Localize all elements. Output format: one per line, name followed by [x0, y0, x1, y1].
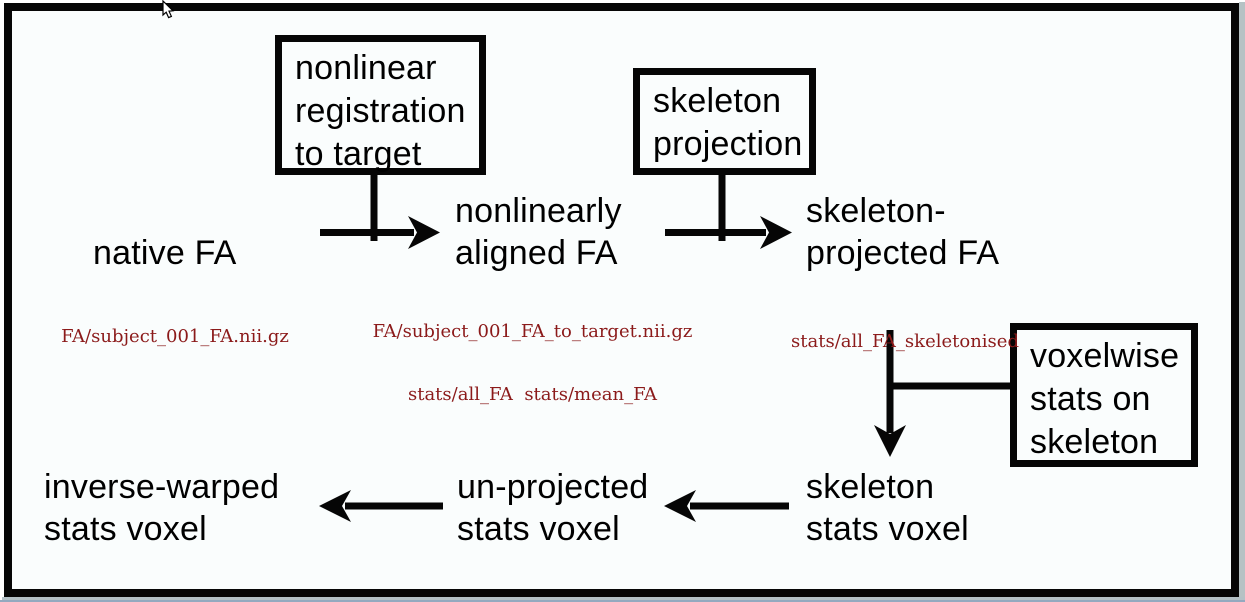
- node-label-line: un-projected: [457, 468, 649, 506]
- process-box-line: to target: [295, 135, 422, 173]
- file-path: FA/subject_001_FA_to_target.nii.gz: [372, 321, 693, 342]
- diagram-frame: [4, 3, 1239, 597]
- process-box-line: voxelwise: [1030, 337, 1180, 375]
- mouse-cursor-icon: [162, 0, 175, 19]
- process-box-line: nonlinear: [295, 49, 437, 87]
- node-native-fa: native FA: [93, 232, 237, 274]
- file-label-skeletonised: stats/all_FA_skeletonised: [785, 289, 1025, 394]
- node-label-line: stats voxel: [44, 510, 207, 548]
- process-box-skeleton-projection: skeleton projection: [633, 68, 816, 175]
- window-shadow-right: [1239, 2, 1245, 602]
- node-label-line: inverse-warped: [44, 468, 280, 506]
- node-unprojected-stats-voxel: un-projected stats voxel: [457, 466, 648, 550]
- process-box-line: skeleton: [1030, 423, 1159, 461]
- file-path: FA/subject_001_FA.nii.gz: [61, 326, 289, 347]
- node-skeleton-projected-fa: skeleton- projected FA: [806, 190, 999, 274]
- node-nonlinearly-aligned-fa: nonlinearly aligned FA: [455, 190, 622, 274]
- node-label-line: native FA: [93, 234, 237, 272]
- file-path: stats/all_FA stats/mean_FA: [407, 384, 658, 405]
- window-edge-bottom: [0, 600, 1245, 602]
- file-path: stats/all_FA_skeletonised: [791, 331, 1019, 352]
- node-label-line: aligned FA: [455, 234, 618, 272]
- process-box-line: registration: [295, 92, 466, 130]
- process-box-voxelwise-stats: voxelwise stats on skeleton: [1010, 323, 1198, 467]
- node-label-line: skeleton-: [806, 192, 946, 230]
- node-label-line: stats voxel: [806, 510, 969, 548]
- node-label-line: nonlinearly: [455, 192, 622, 230]
- file-label-aligned-fa: FA/subject_001_FA_to_target.nii.gz stats…: [370, 279, 695, 447]
- node-inverse-warped-stats-voxel: inverse-warped stats voxel: [44, 466, 279, 550]
- node-label-line: stats voxel: [457, 510, 620, 548]
- window-shadow-bottom: [2, 597, 1245, 602]
- node-label-line: projected FA: [806, 234, 1000, 272]
- node-label-line: skeleton: [806, 468, 935, 506]
- process-box-nonlinear-registration: nonlinear registration to target: [275, 35, 486, 175]
- process-box-line: stats on: [1030, 380, 1151, 418]
- process-box-line: projection: [653, 125, 803, 163]
- node-skeleton-stats-voxel: skeleton stats voxel: [806, 466, 969, 550]
- process-box-line: skeleton: [653, 82, 782, 120]
- file-label-native-fa: FA/subject_001_FA.nii.gz: [50, 284, 300, 389]
